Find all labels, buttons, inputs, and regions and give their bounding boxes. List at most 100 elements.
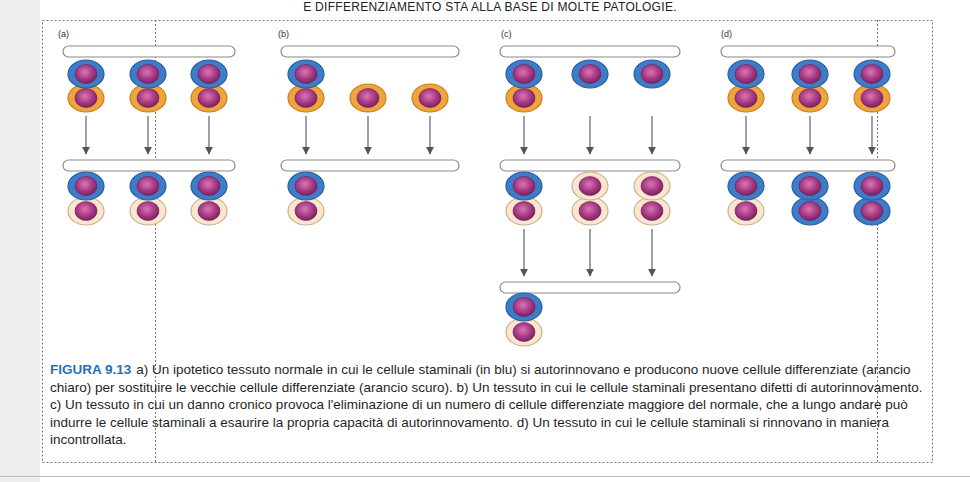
- cell-nucleus: [861, 65, 883, 84]
- blue-cell: [728, 60, 764, 88]
- cell-nucleus: [799, 65, 821, 84]
- arrow: [651, 229, 652, 276]
- blue-cell: [191, 172, 227, 200]
- tissue-bar: [721, 160, 895, 171]
- blue-cell: [728, 172, 764, 200]
- blue-cell: [792, 197, 828, 225]
- blue-cell: [854, 197, 890, 225]
- cell-nucleus: [198, 202, 220, 221]
- cell-nucleus: [735, 89, 757, 108]
- cell-body: [130, 197, 166, 225]
- page-rule: [0, 476, 970, 477]
- cell-body: [130, 172, 166, 200]
- blue-cell: [506, 60, 542, 88]
- cell-nucleus: [735, 65, 757, 84]
- cell-body: [728, 60, 764, 88]
- cell-body: [288, 60, 324, 88]
- arrow: [589, 229, 590, 276]
- pale-cell: [130, 197, 166, 225]
- cell-body: [506, 172, 542, 200]
- blue-cell: [191, 60, 227, 88]
- tissue-bar: [500, 46, 680, 57]
- arrow: [871, 116, 872, 154]
- cell-nucleus: [579, 177, 601, 196]
- cell-nucleus: [198, 89, 220, 108]
- blue-cell: [130, 60, 166, 88]
- cell-body: [792, 172, 828, 200]
- arrow: [523, 229, 524, 276]
- blue-cell: [506, 172, 542, 200]
- cell-body: [572, 60, 608, 88]
- cell-nucleus: [735, 177, 757, 196]
- cell-body: [728, 197, 764, 225]
- pale-cell: [572, 172, 608, 200]
- tissue-bar: [500, 282, 680, 293]
- blue-cell: [288, 60, 324, 88]
- page-heading: E DIFFERENZIAMENTO STA ALLA BASE DI MOLT…: [303, 0, 677, 14]
- pale-cell: [728, 197, 764, 225]
- panel-label: (a): [58, 29, 69, 39]
- cell-nucleus: [137, 65, 159, 84]
- blue-cell: [130, 172, 166, 200]
- cell-nucleus: [579, 202, 601, 221]
- cell-nucleus: [861, 89, 883, 108]
- cell-body: [288, 172, 324, 200]
- cell-body: [191, 60, 227, 88]
- cell-nucleus: [799, 202, 821, 221]
- tissue-bar: [721, 46, 895, 57]
- cell-body: [792, 197, 828, 225]
- tissue-bar: [281, 160, 459, 171]
- figure-caption-block: FIGURA 9.13a) Un ipotetico tessuto norma…: [50, 361, 924, 449]
- blue-cell: [792, 172, 828, 200]
- cell-body: [854, 197, 890, 225]
- orange-cell: [350, 84, 386, 112]
- cell-nucleus: [295, 177, 317, 196]
- cell-nucleus: [357, 89, 379, 108]
- cell-nucleus: [641, 202, 663, 221]
- pale-cell: [634, 172, 670, 200]
- cell-nucleus: [641, 65, 663, 84]
- blue-cell: [288, 172, 324, 200]
- cell-body: [68, 197, 104, 225]
- cell-body: [572, 172, 608, 200]
- pale-cell: [634, 197, 670, 225]
- arrow: [147, 116, 148, 154]
- cell-body: [854, 172, 890, 200]
- cell-body: [68, 172, 104, 200]
- blue-cell: [68, 172, 104, 200]
- cell-nucleus: [137, 89, 159, 108]
- blue-cell: [854, 172, 890, 200]
- cell-body: [634, 197, 670, 225]
- cell-nucleus: [513, 323, 535, 342]
- cell-body: [191, 172, 227, 200]
- cell-nucleus: [641, 177, 663, 196]
- cell-nucleus: [799, 89, 821, 108]
- pale-cell: [191, 197, 227, 225]
- blue-cell: [68, 60, 104, 88]
- cell-body: [634, 60, 670, 88]
- cell-nucleus: [513, 65, 535, 84]
- cell-nucleus: [198, 177, 220, 196]
- selection-frame: [43, 21, 933, 463]
- page-edge: [0, 0, 40, 482]
- arrow: [367, 116, 368, 154]
- arrow: [85, 116, 86, 154]
- cell-nucleus: [513, 298, 535, 317]
- cell-body: [506, 60, 542, 88]
- cell-body: [634, 172, 670, 200]
- cell-nucleus: [861, 202, 883, 221]
- cell-nucleus: [75, 65, 97, 84]
- cell-nucleus: [137, 177, 159, 196]
- cell-nucleus: [198, 65, 220, 84]
- tissue-bar: [63, 160, 235, 171]
- cell-nucleus: [513, 89, 535, 108]
- blue-cell: [792, 60, 828, 88]
- cell-body: [68, 60, 104, 88]
- cell-body: [728, 172, 764, 200]
- pale-cell: [288, 197, 324, 225]
- arrow: [809, 116, 810, 154]
- blue-cell: [506, 293, 542, 321]
- cell-nucleus: [799, 177, 821, 196]
- cell-nucleus: [861, 177, 883, 196]
- pale-cell: [506, 197, 542, 225]
